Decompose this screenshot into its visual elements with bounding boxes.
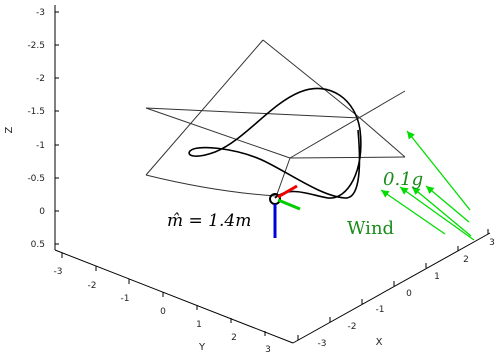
x-tick-label: -3 xyxy=(318,339,327,349)
x-tick-label: 2 xyxy=(463,255,469,265)
z-tick-label: -0.5 xyxy=(27,174,45,184)
wind-arrow xyxy=(399,186,475,241)
z-tick-label: -1 xyxy=(36,141,45,151)
z-tick-label: 0.5 xyxy=(31,240,45,250)
tether-line xyxy=(145,174,277,197)
tether-line xyxy=(289,156,406,159)
x-axis-line xyxy=(292,232,491,344)
x-tick-label: 1 xyxy=(434,272,440,282)
green-vector xyxy=(277,198,301,211)
red-vector xyxy=(277,184,298,199)
trajectory-curve xyxy=(188,87,362,199)
tether-line xyxy=(275,157,291,198)
wind-annotation: Wind xyxy=(347,218,394,239)
x-tick-label: -1 xyxy=(376,305,385,315)
y-tick-label: 1 xyxy=(196,320,202,330)
x-tick-label: -2 xyxy=(348,322,357,332)
tether-line xyxy=(145,107,291,159)
z-tick-label: -1.5 xyxy=(27,107,45,117)
mass-annotation: m̂ = 1.4m xyxy=(167,211,251,231)
z-tick-label: -2 xyxy=(36,74,45,84)
z-tick-label: -2.5 xyxy=(27,41,45,51)
y-tick-label: 2 xyxy=(231,333,237,343)
x-tick-label: 3 xyxy=(489,238,495,248)
y-axis-line xyxy=(54,249,294,344)
wind-arrows xyxy=(380,130,475,241)
z-tick-label: -3 xyxy=(36,8,45,18)
z-ticks: -3 -2.5 -2 -1.5 -1 -0.5 0 0.5 xyxy=(27,8,59,250)
tether-line xyxy=(262,39,361,119)
y-tick-label: 3 xyxy=(265,345,271,355)
y-tick-label: -2 xyxy=(88,281,97,291)
wind-arrow xyxy=(411,186,472,237)
tether-line xyxy=(289,90,406,159)
tether-line xyxy=(359,117,406,158)
x-ticks: -3 -2 -1 0 1 2 3 xyxy=(297,229,495,349)
y-tick-label: 0 xyxy=(160,307,166,317)
y-ticks: -3 -2 -1 0 1 2 3 xyxy=(54,253,271,355)
wind-arrow xyxy=(406,130,471,211)
x-tick-label: 0 xyxy=(406,289,412,299)
x-axis-label: X xyxy=(376,337,383,348)
gravity-annotation: 0.1g xyxy=(383,169,423,190)
tether-line xyxy=(145,39,264,176)
tether-lines xyxy=(145,39,406,198)
y-tick-label: -1 xyxy=(121,294,130,304)
axes xyxy=(54,5,491,344)
y-tick-label: -3 xyxy=(54,267,63,277)
z-axis-label: Z xyxy=(4,126,15,133)
wind-arrow xyxy=(425,185,470,223)
wind-arrow xyxy=(380,189,446,235)
tether-line xyxy=(145,107,361,119)
z-tick-label: 0 xyxy=(39,207,45,217)
y-axis-label: Y xyxy=(198,342,206,353)
